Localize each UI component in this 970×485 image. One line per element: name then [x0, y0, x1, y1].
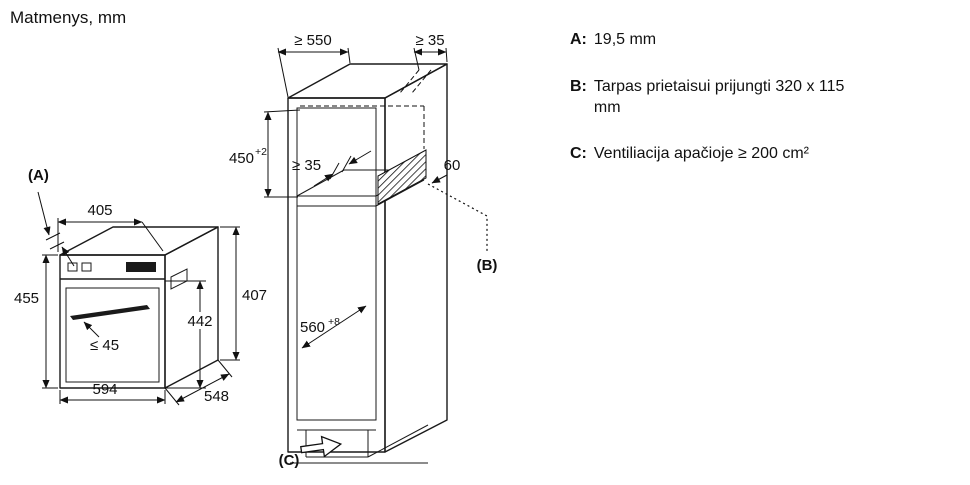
oven-dim-top: 405	[87, 202, 112, 219]
legend-text-c: Ventiliacija apačioje ≥ 200 cm²	[593, 145, 810, 163]
oven-door	[65, 287, 160, 383]
cabinet-front-opening	[296, 107, 377, 421]
cabinet-dim-depth: ≥ 550	[294, 32, 331, 49]
legend-text-a: 19,5 mm	[593, 31, 657, 48]
oven-front-face	[59, 254, 166, 389]
oven-label-a: (A)	[28, 167, 49, 184]
oven-door-handle	[70, 305, 150, 320]
legend-key-a: A:	[570, 31, 587, 48]
b-leader-line	[427, 183, 488, 252]
cabinet-dim-connect: 60	[444, 157, 461, 174]
figure-title: Matmenys, mm	[10, 8, 127, 27]
cabinet-label-b: (B)	[477, 257, 498, 274]
cabinet-top-face	[287, 63, 448, 99]
oven-dim-front-height: 442	[187, 313, 212, 330]
cabinet-front-face	[287, 97, 386, 453]
cabinet-dim-niche-height-tol: +2	[255, 146, 267, 158]
ventilation-arrow	[300, 435, 343, 458]
oven-dim-depth: 548	[204, 388, 229, 405]
oven-top-face	[59, 226, 219, 256]
oven-side-vent	[170, 268, 188, 290]
cabinet-dim-niche-height: 450	[229, 150, 254, 167]
oven-dim-height: 455	[14, 290, 39, 307]
oven-knob-2	[81, 262, 92, 272]
legend-item-c: C: Ventiliacija apačioje ≥ 200 cm²	[570, 144, 960, 165]
cabinet-label-c: (C)	[279, 452, 300, 469]
oven-dim-width: 594	[92, 381, 117, 398]
cabinet-dim-niche-width: 560	[300, 319, 325, 336]
oven-display	[126, 262, 156, 272]
legend-key-c: C:	[570, 145, 587, 163]
cabinet-drawing: (B) ≥ 550 ≥ 35 450 +2 ≥ 35	[229, 32, 497, 469]
cabinet-dim-gap-top: ≥ 35	[415, 32, 444, 49]
oven-dim-back-height: 407	[242, 287, 267, 304]
cabinet-dim-gap-inner: ≥ 35	[292, 157, 321, 174]
oven-drawing: (A) 405 455 ≤ 45 594	[14, 167, 267, 406]
oven-side-face	[164, 226, 219, 389]
legend: A: 19,5 mm B: Tarpas prietaisui prijungt…	[570, 30, 960, 165]
legend-item-b: B: Tarpas prietaisui prijungti 320 x 115…	[570, 77, 960, 119]
cabinet-side-face	[384, 63, 448, 453]
oven-dim-handle: ≤ 45	[90, 337, 119, 354]
connection-area-hatch	[377, 149, 427, 205]
legend-item-a: A: 19,5 mm	[570, 30, 960, 51]
legend-text-b: Tarpas prietaisui prijungti 320 x 115 mm	[593, 77, 845, 116]
cabinet-dim-niche-width-tol: +8	[328, 316, 340, 328]
legend-key-b: B:	[570, 77, 587, 95]
